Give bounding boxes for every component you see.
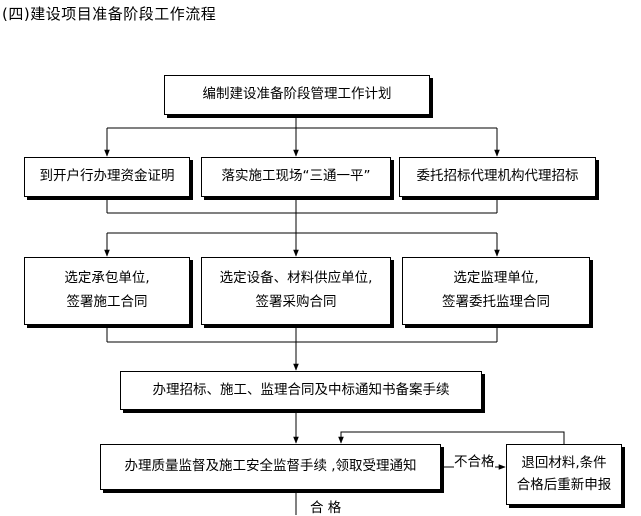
- node-filing: 办理招标、施工、监理合同及中标通知书备案手续: [120, 371, 482, 410]
- node-supplier: 选定设备、材料供应单位, 签署采购合同: [201, 257, 391, 325]
- node-supervisor: 选定监理单位, 签署委托监理合同: [402, 257, 590, 325]
- node-contractor-line1: 选定承包单位,: [64, 270, 150, 287]
- label-pass: 合 格: [310, 496, 342, 516]
- page-title: (四)建设项目准备阶段工作流程: [2, 5, 217, 23]
- node-supervisor-line1: 选定监理单位,: [453, 270, 539, 287]
- node-supervisor-line2: 签署委托监理合同: [442, 294, 550, 310]
- node-quality-text: 办理质量监督及施工安全监督手续 ,领取受理通知: [124, 458, 417, 475]
- node-return: 退回材料,条件 合格后重新申报: [506, 444, 622, 505]
- node-quality: 办理质量监督及施工安全监督手续 ,领取受理通知: [100, 444, 441, 490]
- node-filing-text: 办理招标、施工、监理合同及中标通知书备案手续: [152, 381, 450, 398]
- label-fail: 不合格: [454, 450, 495, 470]
- node-agent-text: 委托招标代理机构代理招标: [416, 168, 579, 185]
- node-return-line1: 退回材料,条件: [521, 454, 607, 471]
- connector-return-loop: [338, 431, 565, 444]
- node-supplier-line2: 签署采购合同: [255, 294, 337, 310]
- node-permit-text: 到开户行办理资金证明: [39, 168, 175, 185]
- node-permit: 到开户行办理资金证明: [24, 157, 190, 197]
- node-contractor-line2: 签署施工合同: [66, 294, 148, 310]
- node-site: 落实施工现场“三通一平”: [201, 157, 391, 197]
- node-return-line2: 合格后重新申报: [516, 476, 612, 493]
- node-site-text: 落实施工现场“三通一平”: [221, 168, 371, 185]
- node-contractor: 选定承包单位, 签署施工合同: [24, 257, 190, 325]
- node-supplier-line1: 选定设备、材料供应单位,: [219, 270, 373, 287]
- node-agent: 委托招标代理机构代理招标: [399, 157, 596, 197]
- node-plan-text: 编制建设准备阶段管理工作计划: [202, 86, 392, 103]
- node-plan: 编制建设准备阶段管理工作计划: [164, 75, 430, 115]
